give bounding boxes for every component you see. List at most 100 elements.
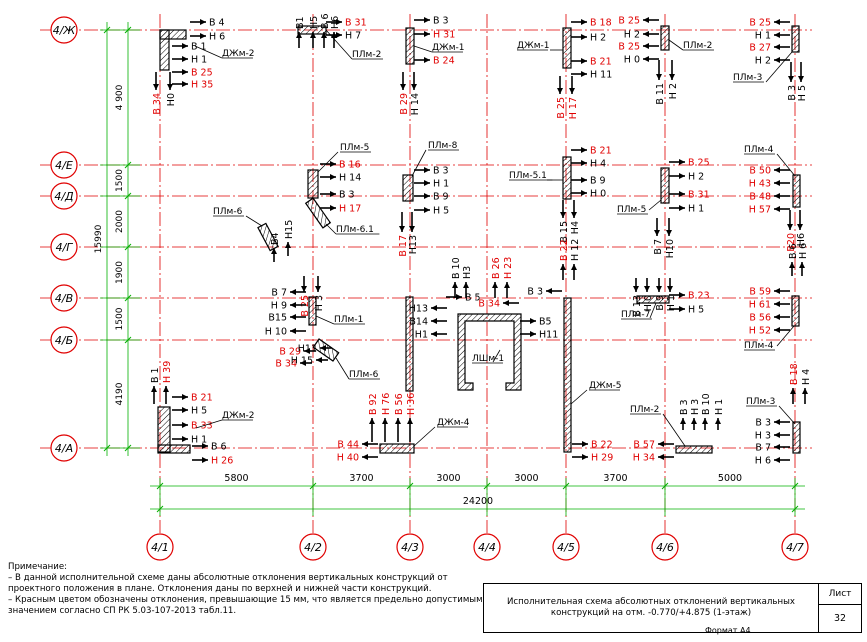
wall-plm-3 — [791, 25, 800, 53]
axis-label-column: 4/3 — [401, 541, 419, 554]
deviation-label: Н 1 — [666, 295, 677, 311]
arrow-head — [798, 76, 804, 82]
arrow-head — [557, 88, 563, 94]
arrow-head — [789, 262, 795, 268]
wall-ld — [405, 296, 414, 392]
element-tag: ЛШм-1 — [472, 354, 504, 364]
deviation-label: В 18 — [590, 18, 612, 29]
arrow-head — [271, 248, 277, 254]
arrow-head — [407, 418, 413, 424]
deviation-label: Н 14 — [410, 93, 421, 115]
arrow-head — [399, 226, 405, 232]
axis-bubble — [50, 434, 78, 462]
deviation-label: Н11 — [298, 344, 317, 355]
arrow-head — [774, 419, 780, 425]
arrow-head — [679, 173, 685, 179]
arrow-head — [202, 457, 208, 463]
arrow-head — [330, 161, 336, 167]
deviation-label: В 23 — [688, 291, 710, 302]
arrow-head — [581, 34, 587, 40]
axis-label-row: 4/Ж — [53, 24, 77, 37]
deviation-label: В 59 — [749, 287, 771, 298]
leader-line — [245, 215, 263, 227]
deviation-label: В 1 — [150, 367, 161, 383]
axis-bubble — [396, 533, 424, 561]
sheet-label: Лист — [819, 584, 861, 605]
element-tag: ПЛм-7 — [621, 310, 650, 320]
leader-line — [413, 426, 436, 447]
deviation-label: Н 0 — [624, 55, 640, 66]
deviation-label: В 10 — [451, 257, 462, 279]
arrow-head — [581, 19, 587, 25]
arrow-head — [182, 436, 188, 442]
deviation-label: Н 2 — [688, 172, 704, 183]
axis-bubble — [473, 533, 501, 561]
dimension-tick — [406, 482, 414, 490]
arrow-head — [581, 71, 587, 77]
arrow-head — [530, 331, 536, 337]
deviation-label: Н 0 — [643, 295, 654, 311]
element-tag: ДЖм-4 — [437, 418, 470, 428]
arrow-head — [369, 418, 375, 424]
axis-bubble — [50, 233, 78, 261]
arrow-head — [362, 454, 368, 460]
deviation-label: Н 23 — [503, 257, 514, 279]
arrow-head — [797, 224, 803, 230]
arrow-head — [182, 394, 188, 400]
leader-line — [492, 349, 501, 363]
arrow-head — [395, 418, 401, 424]
arrow-head — [182, 407, 188, 413]
deviation-label: В 56 — [394, 393, 405, 415]
deviation-label: Н 40 — [337, 453, 359, 464]
deviation-label: Н 76 — [381, 393, 392, 415]
arrow-head — [304, 348, 310, 354]
element-tag: ПЛм-4 — [744, 145, 774, 155]
arrow-head — [331, 32, 337, 38]
arrow-head — [424, 207, 430, 213]
axis-label-row: 4/Б — [55, 334, 73, 347]
arrow-head — [774, 19, 780, 25]
leader-line — [325, 223, 337, 235]
arrow-head — [679, 292, 685, 298]
arrow-head — [680, 418, 686, 424]
arrow-head — [560, 212, 566, 218]
leader-line — [413, 45, 433, 53]
arrow-head — [799, 262, 805, 268]
deviation-label: В 4 — [209, 18, 225, 29]
leader-line — [649, 302, 657, 319]
element-tag: ПЛм-6 — [349, 370, 379, 380]
arrow-head — [424, 180, 430, 186]
note-line: – В данной исполнительной схеме даны абс… — [8, 573, 448, 583]
arrow-head — [581, 160, 587, 166]
leader-line — [195, 419, 223, 429]
axis-bubble — [651, 533, 679, 561]
deviation-label: В 10 — [701, 393, 712, 415]
arrow-head — [667, 286, 673, 292]
dimension-tick — [124, 444, 132, 452]
arrow-head — [774, 44, 780, 50]
element-tag: ДЖм-2 — [222, 49, 255, 59]
arrow-head — [315, 286, 321, 292]
deviation-label: Н6 — [796, 233, 807, 246]
deviation-label: Н15 — [284, 220, 295, 239]
deviation-label: Н 9 — [271, 301, 287, 312]
arrow-head — [182, 69, 188, 75]
dimension-tick — [791, 482, 799, 490]
arrow-head — [382, 418, 388, 424]
arrow-head — [571, 212, 577, 218]
arrow-head — [431, 305, 437, 311]
deviation-label: В 25 — [749, 18, 771, 29]
axis-bubble — [146, 533, 174, 561]
arrow-head — [336, 19, 342, 25]
dimension-tick — [562, 482, 570, 490]
deviation-label: В 25 — [618, 42, 640, 53]
arrow-head — [310, 32, 316, 38]
arrow-head — [400, 84, 406, 90]
deviation-label: В 22 — [591, 440, 613, 451]
axis-bubble — [50, 284, 78, 312]
note-line: – Красным цветом обозначены отклонения, … — [8, 595, 483, 605]
deviation-label: Н 2 — [755, 56, 771, 67]
arrow-head — [290, 314, 296, 320]
